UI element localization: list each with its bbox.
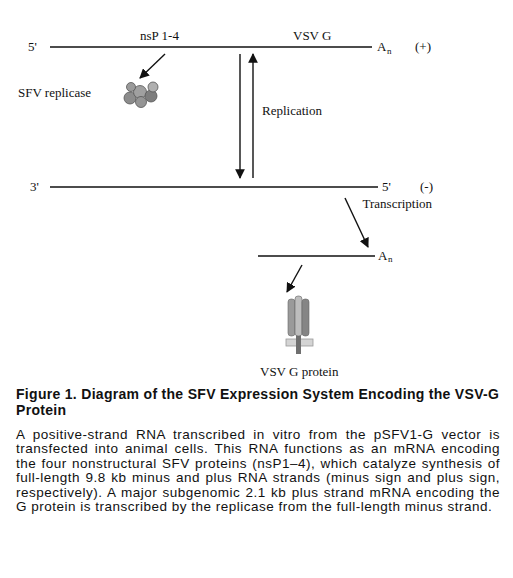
protein-rod — [295, 296, 302, 336]
replicase-subunit — [148, 82, 158, 92]
replicase-icon — [124, 82, 158, 108]
protein-stem — [296, 334, 301, 354]
protein-rod — [302, 299, 309, 336]
replicase-complex: SFV replicase — [15, 78, 165, 108]
subgenomic-mrna: An — [255, 247, 405, 265]
flow-arrow — [287, 265, 302, 292]
minus-strand-rna: 3' 5' (-) — [25, 178, 465, 198]
process-label: Transcription — [363, 196, 433, 211]
replicase-subunit — [136, 97, 147, 108]
minus-strand-line — [50, 186, 378, 188]
protein-rod — [288, 299, 295, 336]
strand-polarity-label: (+) — [415, 39, 431, 54]
poly-a-label: A — [378, 248, 387, 263]
protein-node: VSV G protein — [245, 292, 370, 382]
protein-label: VSV G protein — [260, 364, 338, 379]
replicase-subunit — [127, 83, 136, 92]
strand-end-label: 5' — [382, 179, 391, 194]
poly-a-subscript: n — [387, 46, 392, 56]
poly-a-label: A — [377, 39, 386, 54]
connector-group — [140, 54, 368, 292]
flow-arrow — [252, 54, 253, 178]
poly-a-subscript: n — [388, 254, 393, 264]
flow-arrow — [140, 54, 165, 78]
process-label: Replication — [262, 103, 322, 118]
subgenomic-strand-line — [258, 255, 375, 257]
strand-end-label: 3' — [30, 179, 39, 194]
vsv-g-protein-icon — [286, 296, 313, 354]
enzyme-label: SFV replicase — [18, 85, 91, 100]
gene-region-label: nsP 1-4 — [140, 28, 179, 43]
figure-caption: A positive-strand RNA transcribed in vit… — [16, 428, 500, 514]
plus-strand-line — [50, 46, 372, 48]
figure-title: Figure 1. Diagram of the SFV Expression … — [16, 386, 500, 418]
flow-arrow — [239, 54, 240, 178]
strand-end-label: 5' — [28, 39, 37, 54]
gene-region-label: VSV G — [293, 28, 331, 43]
strand-polarity-label: (-) — [420, 179, 433, 194]
plus-strand-rna: 5' nsP 1-4 VSV G An (+) — [25, 26, 450, 54]
